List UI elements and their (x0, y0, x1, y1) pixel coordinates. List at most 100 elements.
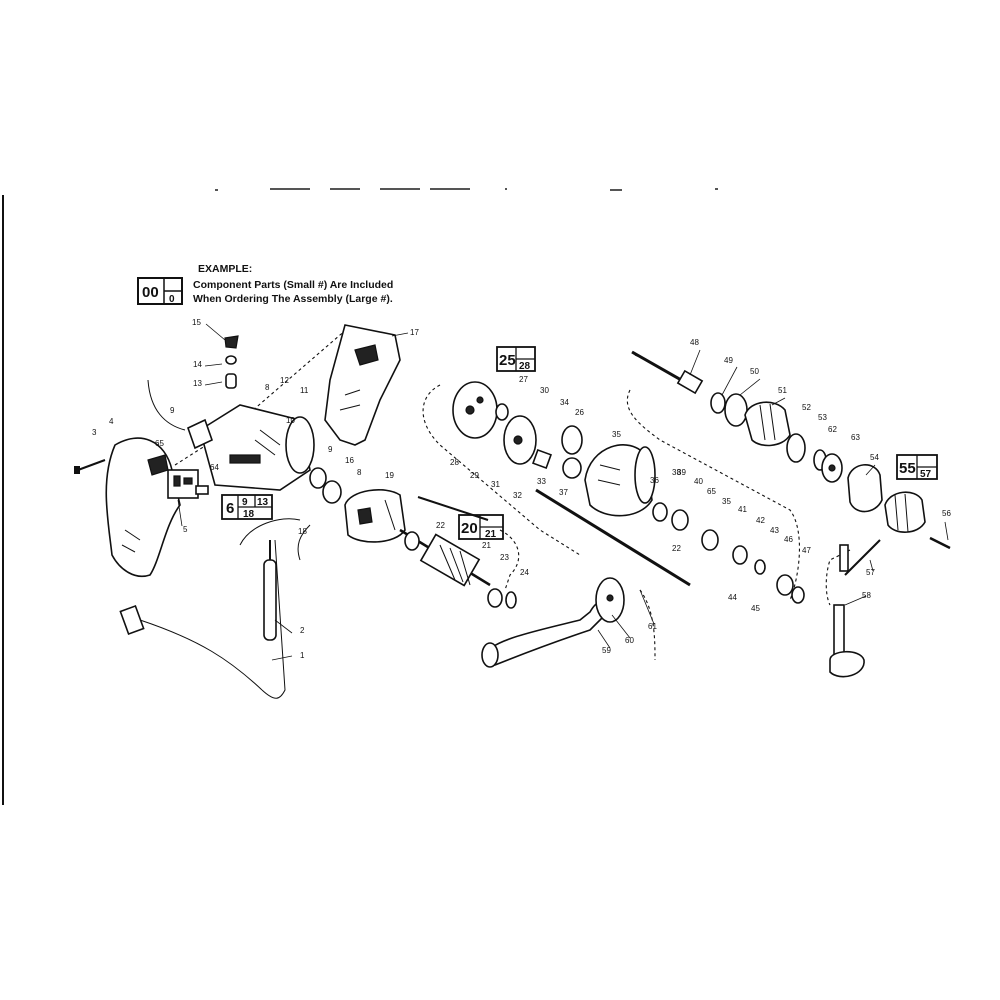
header-dots (215, 188, 718, 191)
assembly-25-small: 28 (519, 361, 531, 372)
assembly-box-20: 20 21 (458, 514, 504, 540)
label-23: 23 (500, 553, 509, 562)
label-10: 10 (286, 416, 295, 425)
label-13: 13 (193, 379, 202, 388)
label-8b: 8 (357, 468, 362, 477)
dashed-outline-armature (499, 529, 520, 591)
rod-61 (535, 488, 691, 587)
field-bracket (187, 418, 213, 450)
ring-52 (786, 433, 806, 463)
assembly-6-large: 6 (226, 500, 234, 517)
label-29: 29 (470, 471, 479, 480)
label-58: 58 (862, 591, 871, 600)
assembly-box-6: 6 9 13 18 (221, 494, 273, 520)
label-16: 16 (345, 456, 354, 465)
example-badge-small: 0 (169, 294, 175, 305)
gear-51 (744, 401, 791, 447)
label-42: 42 (756, 516, 765, 525)
label-52: 52 (802, 403, 811, 412)
example-line-1: Component Parts (Small #) Are Included (193, 279, 393, 291)
label-17: 17 (410, 328, 419, 337)
label-35b: 35 (722, 497, 731, 506)
screw-3 (74, 459, 106, 474)
label-28: 28 (450, 458, 459, 467)
armature (399, 528, 491, 587)
label-54: 54 (870, 453, 879, 462)
chuck-key-56 (929, 536, 951, 550)
handle-clamp-60 (595, 577, 625, 623)
label-37: 37 (559, 488, 568, 497)
label-47: 47 (802, 546, 811, 555)
bearing-23 (487, 588, 503, 608)
bearing-8 (322, 480, 342, 504)
label-62: 62 (828, 425, 837, 434)
assembly-25-large: 25 (499, 352, 516, 369)
ring-49 (710, 392, 726, 414)
label-38: 38 (672, 468, 681, 477)
example-badge: 00 0 (137, 277, 183, 305)
label-48: 48 (690, 338, 699, 347)
assembly-55-large: 55 (899, 460, 916, 477)
label-50: 50 (750, 367, 759, 376)
label-31: 31 (491, 480, 500, 489)
label-64: 64 (210, 463, 219, 472)
label-45: 45 (751, 604, 760, 613)
example-line-2: When Ordering The Assembly (Large #). (193, 293, 393, 305)
label-5: 5 (183, 525, 188, 534)
label-49: 49 (724, 356, 733, 365)
label-33: 33 (537, 477, 546, 486)
label-34: 34 (560, 398, 569, 407)
label-4: 4 (109, 417, 114, 426)
example-legend: EXAMPLE: 00 0 Component Parts (Small #) … (137, 263, 393, 305)
bearing-46-47 (776, 574, 805, 604)
motor-housing (199, 404, 315, 491)
label-56: 56 (942, 509, 951, 518)
label-11: 11 (300, 386, 309, 395)
seal-rings-39-43 (652, 502, 766, 575)
long-screw-22 (417, 496, 489, 521)
label-41: 41 (738, 505, 747, 514)
leader-lines (177, 323, 949, 661)
bit-57 (839, 539, 881, 576)
assembly-box-25: 25 28 (496, 346, 536, 372)
label-39: 39 (677, 468, 686, 477)
label-9b: 9 (328, 445, 333, 454)
handle-housing-left (105, 437, 181, 577)
collar-54 (847, 464, 883, 513)
assembly-6-small-c: 18 (243, 509, 255, 520)
label-53: 53 (818, 413, 827, 422)
brush-parts-13-15 (224, 335, 239, 389)
assembly-20-large: 20 (461, 520, 478, 537)
label-15: 15 (192, 318, 201, 327)
chuck-55 (884, 491, 926, 533)
example-heading: EXAMPLE: (198, 263, 252, 275)
dashed-outline-gear-assembly (422, 384, 581, 556)
label-30: 30 (540, 386, 549, 395)
label-60: 60 (625, 636, 634, 645)
part-labels: 3 4 5 65 64 9 15 14 13 8 12 11 10 9 17 1… (92, 318, 951, 660)
dashed-outline-handle (639, 589, 656, 661)
label-8: 8 (265, 383, 270, 392)
handle-housing-right (324, 324, 401, 446)
label-19: 19 (385, 471, 394, 480)
label-32: 32 (513, 491, 522, 500)
assembly-20-small: 21 (485, 529, 497, 540)
label-40: 40 (694, 477, 703, 486)
gear-housing-35 (584, 444, 656, 517)
label-61: 61 (648, 622, 657, 631)
cord-wire (147, 379, 311, 561)
label-35: 35 (612, 430, 621, 439)
power-cord (119, 539, 286, 699)
label-59: 59 (602, 646, 611, 655)
gear-plate-26 (452, 381, 498, 439)
label-46: 46 (784, 535, 793, 544)
example-badge-large: 00 (142, 284, 159, 301)
label-65b: 65 (707, 487, 716, 496)
assembly-6-small-a: 9 (242, 497, 248, 508)
label-26: 26 (575, 408, 584, 417)
fan-24 (505, 591, 517, 609)
label-2: 2 (300, 626, 305, 635)
gear-34 (561, 425, 583, 479)
switch-assembly (167, 469, 209, 499)
label-3: 3 (92, 428, 97, 437)
